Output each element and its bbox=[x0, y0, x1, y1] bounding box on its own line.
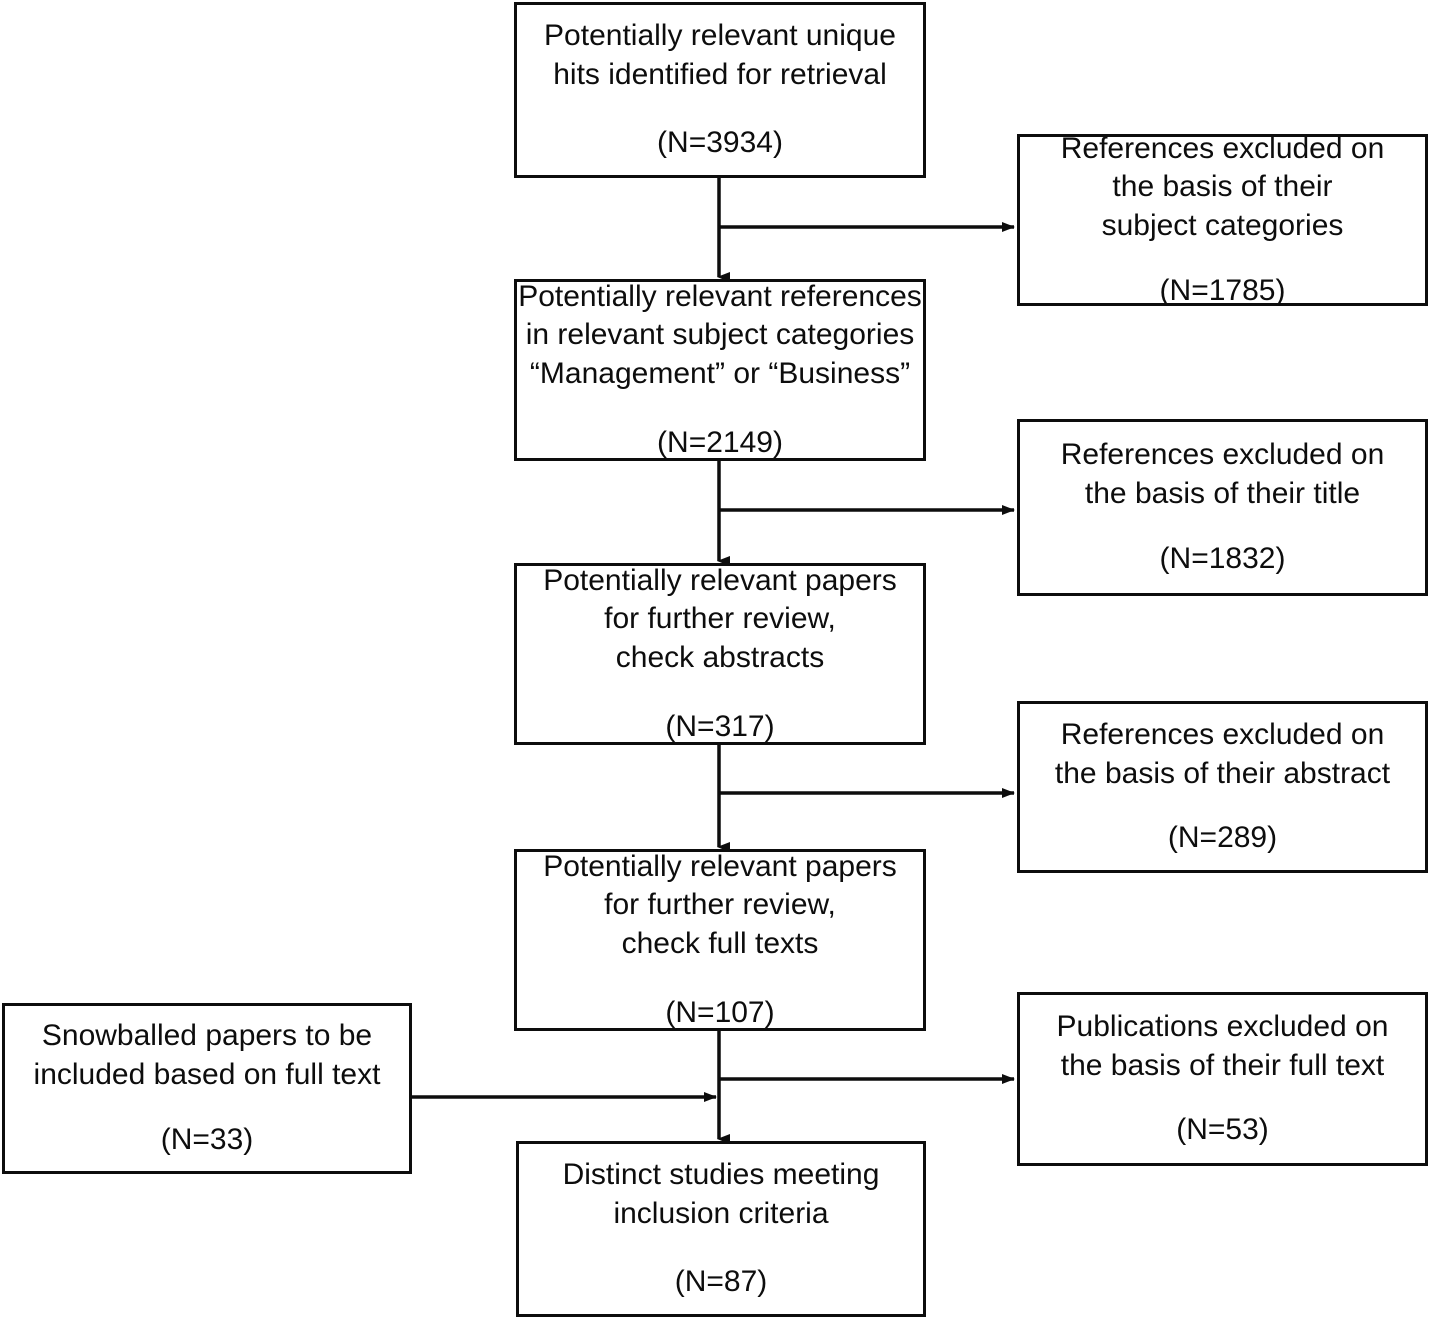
node-text: Potentially relevant unique hits identif… bbox=[544, 18, 896, 91]
node-count: (N=107) bbox=[665, 995, 775, 1029]
node-count: (N=87) bbox=[674, 1265, 768, 1299]
node-count: (N=53) bbox=[1176, 1113, 1269, 1147]
node-publications-excluded-full-text: Publications excluded on the basis of th… bbox=[1017, 992, 1428, 1166]
node-text: References excluded on the basis of thei… bbox=[1060, 438, 1385, 511]
node-text: References excluded on the basis of thei… bbox=[1054, 717, 1391, 790]
node-distinct-studies-meeting-inclusion-criteria: Distinct studies meeting inclusion crite… bbox=[516, 1141, 926, 1317]
node-count: (N=2149) bbox=[657, 425, 783, 459]
node-potentially-relevant-papers-check-abstracts: Potentially relevant papers for further … bbox=[514, 563, 926, 745]
node-text: Publications excluded on the basis of th… bbox=[1056, 1009, 1389, 1082]
node-text: Potentially relevant papers for further … bbox=[543, 563, 897, 674]
node-potentially-relevant-papers-check-full-texts: Potentially relevant papers for further … bbox=[514, 849, 926, 1031]
node-references-excluded-subject-categories: References excluded on the basis of thei… bbox=[1017, 132, 1428, 307]
node-references-excluded-title: References excluded on the basis of thei… bbox=[1017, 419, 1428, 596]
node-potentially-relevant-unique-hits: Potentially relevant unique hits identif… bbox=[514, 2, 926, 178]
node-text: References excluded on the basis of thei… bbox=[1060, 131, 1385, 242]
node-count: (N=1785) bbox=[1159, 273, 1286, 307]
node-text: Potentially relevant references in relev… bbox=[518, 279, 922, 390]
node-count: (N=317) bbox=[665, 709, 775, 743]
node-count: (N=3934) bbox=[657, 126, 783, 160]
node-references-excluded-abstract: References excluded on the basis of thei… bbox=[1017, 701, 1428, 873]
node-text: Snowballed papers to be included based o… bbox=[33, 1019, 381, 1092]
node-count: (N=1832) bbox=[1159, 541, 1286, 575]
node-text: Distinct studies meeting inclusion crite… bbox=[562, 1157, 880, 1230]
node-count: (N=33) bbox=[160, 1122, 254, 1156]
node-snowballed-papers-included-full-text: Snowballed papers to be included based o… bbox=[2, 1003, 412, 1174]
node-count: (N=289) bbox=[1167, 821, 1278, 855]
node-text: Potentially relevant papers for further … bbox=[543, 849, 897, 960]
node-potentially-relevant-references-subject-categories: Potentially relevant references in relev… bbox=[514, 279, 926, 461]
